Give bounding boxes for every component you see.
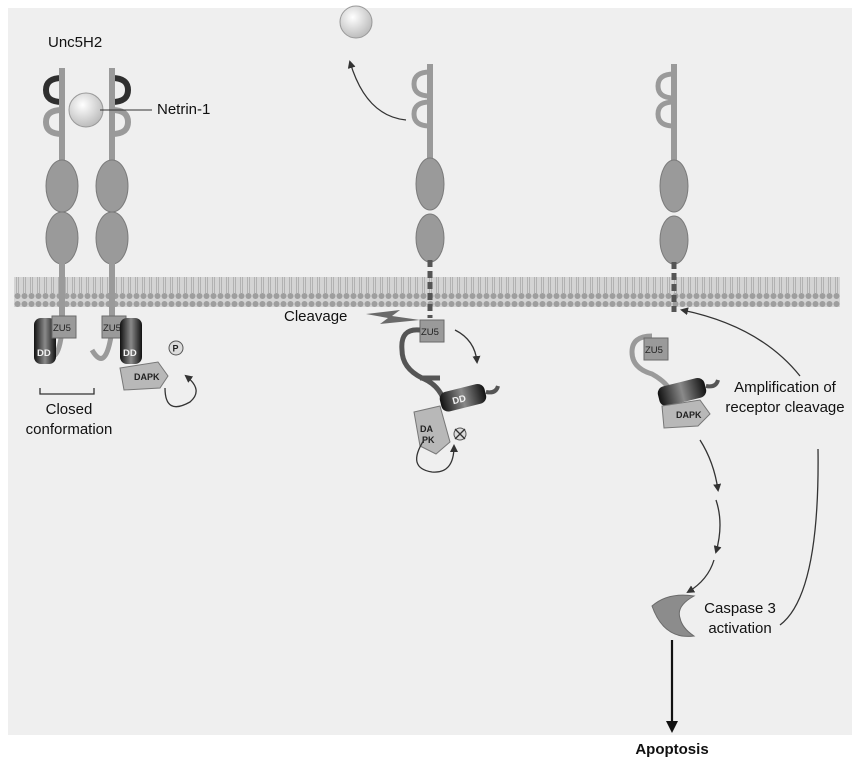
tsp-domain-m2 bbox=[415, 213, 445, 263]
amplification-line2: receptor cleavage bbox=[725, 399, 845, 416]
amplification-line1: Amplification of bbox=[734, 379, 836, 396]
zu5-label-m: ZU5 bbox=[421, 327, 439, 338]
phospho-label: P bbox=[173, 344, 179, 354]
cell-membrane bbox=[14, 277, 840, 307]
zu5-label-a: ZU5 bbox=[53, 323, 71, 334]
zu5-domain-r bbox=[643, 337, 669, 361]
netrin-release-arrow bbox=[347, 60, 407, 121]
dapk-label-middle-1: DA bbox=[420, 424, 433, 434]
dapk-protein-right bbox=[661, 399, 711, 429]
tsp-domain-b2 bbox=[95, 211, 129, 265]
cascade-arrow-1 bbox=[699, 439, 722, 492]
netrin-label: Netrin-1 bbox=[157, 101, 211, 118]
dapk-label-right: DAPK bbox=[676, 410, 702, 420]
dd-domain-b bbox=[120, 318, 142, 364]
amplification-feedback-arrow bbox=[680, 307, 801, 377]
cleavage-bolt bbox=[366, 310, 420, 324]
caspase-3-shape bbox=[651, 594, 696, 637]
autophospho-arrow bbox=[164, 374, 197, 408]
tsp-domain-r2 bbox=[659, 215, 689, 265]
netrin-ball-bound bbox=[68, 92, 104, 128]
closed-conformation-bracket bbox=[39, 388, 95, 395]
dd-domain-a bbox=[34, 318, 56, 364]
tsp-domain-a1 bbox=[45, 159, 79, 213]
tsp-domain-m1 bbox=[415, 157, 445, 211]
zu5-label-r: ZU5 bbox=[645, 345, 663, 356]
receptor-label: Unc5H2 bbox=[48, 34, 103, 51]
dd-label-a: DD bbox=[37, 348, 51, 359]
receptor-cleaved-middle: ZU5 DD DA PK bbox=[366, 64, 500, 473]
netrin-ball-released bbox=[339, 5, 373, 39]
caspase-line1: Caspase 3 bbox=[704, 600, 776, 617]
dd-label-m: DD bbox=[451, 393, 467, 407]
dapk-label-left: DAPK bbox=[134, 372, 160, 382]
receptor-dimer-left: DD ZU5 ZU5 DD DAPK P bbox=[34, 68, 197, 408]
tsp-domain-b1 bbox=[95, 159, 129, 213]
dd-domain-r bbox=[657, 377, 707, 407]
conformation-arrow-m bbox=[454, 329, 481, 364]
receptor-right: ZU5 DAPK bbox=[629, 64, 819, 733]
tsp-domain-a2 bbox=[45, 211, 79, 265]
closed-conformation-line1: Closed bbox=[45, 401, 93, 418]
phospho-group bbox=[168, 340, 184, 356]
cleavage-label: Cleavage bbox=[284, 308, 348, 325]
amplification-feedback-line bbox=[779, 448, 819, 626]
dephospho-arrow bbox=[416, 439, 458, 473]
cascade-arrow-3 bbox=[686, 559, 715, 594]
caspase-line2: activation bbox=[708, 620, 772, 637]
zu5-label-b: ZU5 bbox=[103, 323, 121, 334]
tsp-domain-r1 bbox=[659, 159, 689, 213]
cascade-arrow-2 bbox=[713, 499, 722, 554]
closed-conformation-line2: conformation bbox=[25, 421, 113, 438]
apoptosis-label: Apoptosis bbox=[635, 741, 709, 758]
dapk-label-middle-2: PK bbox=[422, 435, 435, 445]
zu5-domain-a bbox=[51, 315, 77, 339]
dd-domain-m bbox=[439, 383, 487, 412]
dd-label-b: DD bbox=[123, 348, 137, 359]
dapk-protein-left bbox=[119, 361, 169, 391]
zu5-domain-m bbox=[419, 319, 445, 343]
